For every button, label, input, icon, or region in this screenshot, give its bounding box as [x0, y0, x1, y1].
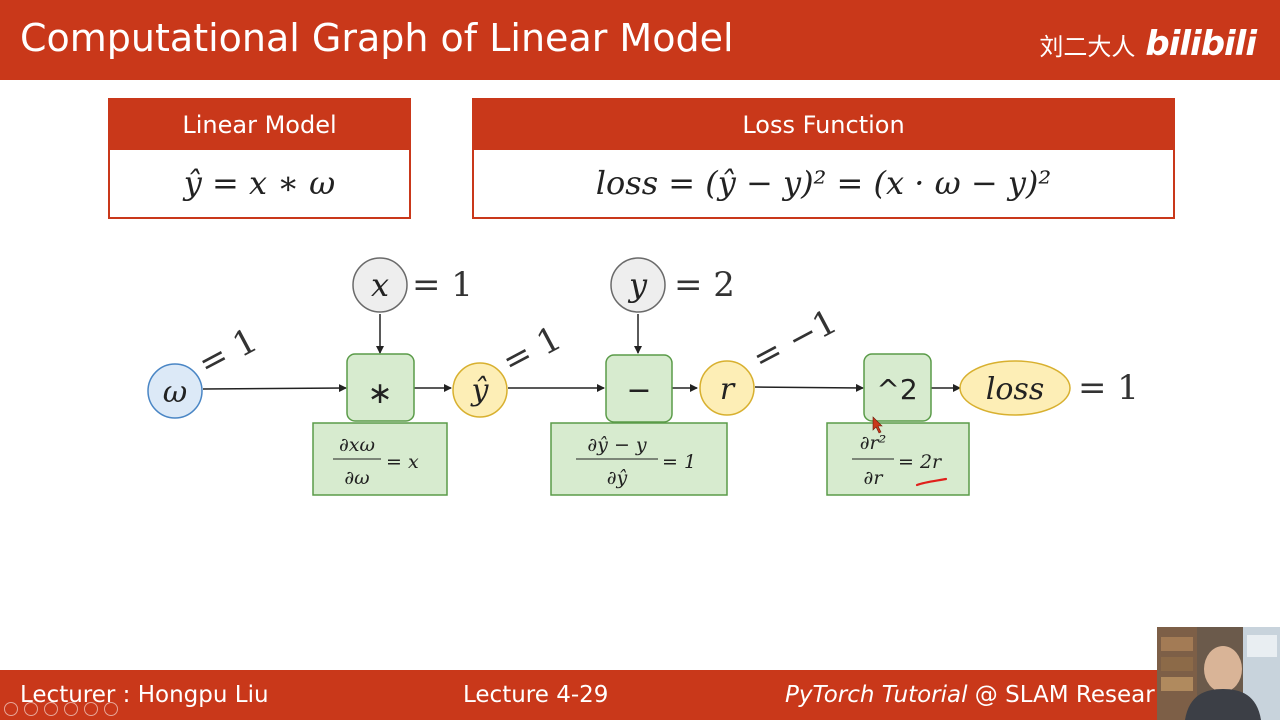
zoom-button[interactable] — [84, 702, 98, 716]
footer-course-rest: @ SLAM Resear — [967, 682, 1155, 708]
computational-graph: ω = 1 x = 1 ∗ ∂xω ∂ω = x ŷ = 1 y = 2 − ∂… — [147, 257, 1139, 496]
subtract-op-node — [605, 354, 673, 423]
loss-node-label: loss — [986, 372, 1044, 407]
subtract-gradient-num: ∂ŷ − y — [587, 434, 647, 456]
y-node — [610, 257, 666, 313]
brand-author: 刘二大人 — [1039, 32, 1136, 61]
webcam-image — [1157, 627, 1280, 720]
red-underline-annotation — [915, 477, 948, 487]
y-node-label: y — [627, 266, 648, 304]
yhat-node-label: ŷ — [470, 373, 490, 408]
subtract-op-label: − — [626, 373, 651, 408]
more-options-button[interactable] — [104, 702, 118, 716]
multiply-op-node — [346, 353, 415, 422]
multiply-gradient-num: ∂xω — [339, 434, 375, 456]
square-gradient-den: ∂r — [864, 467, 885, 489]
mouse-pointer-icon — [872, 416, 883, 434]
loss-node — [959, 360, 1071, 416]
multiply-op-label: ∗ — [367, 376, 392, 411]
title-bar: Computational Graph of Linear Model 刘二大人… — [0, 0, 1280, 80]
x-node-label: x — [371, 266, 389, 304]
square-op-node — [863, 353, 932, 422]
loss-function-box: Loss Function loss = (ŷ − y)² = (x · ω −… — [472, 98, 1175, 219]
loss-node-value: = 1 — [1078, 368, 1139, 408]
square-gradient-result: = 2r — [898, 451, 943, 473]
x-node-value: = 1 — [412, 265, 473, 305]
slides-view-button[interactable] — [64, 702, 78, 716]
edge-r-square — [754, 383, 864, 392]
brand-watermark: 刘二大人 bilibili — [1039, 24, 1257, 64]
r-node-label: r — [720, 372, 736, 407]
footer-course-italic: PyTorch Tutorial — [785, 682, 968, 708]
omega-node — [147, 363, 203, 419]
multiply-gradient-den: ∂ω — [344, 467, 369, 489]
edge-omega-multiply — [202, 384, 347, 393]
linear-model-header: Linear Model — [110, 100, 409, 150]
prev-slide-button[interactable] — [4, 702, 18, 716]
yhat-edge-value: = 1 — [496, 318, 569, 382]
next-slide-button[interactable] — [24, 702, 38, 716]
r-edge-value: = −1 — [746, 302, 844, 379]
square-gradient-box — [826, 422, 970, 496]
footer-lecturer: Lecturer : Hongpu Liu — [20, 682, 269, 708]
square-op-label: ^2 — [876, 373, 917, 406]
footer-lecture-number: Lecture 4-29 — [463, 682, 609, 708]
r-node — [699, 360, 755, 416]
slide-title: Computational Graph of Linear Model — [20, 16, 734, 60]
player-controls — [4, 702, 118, 716]
yhat-node — [452, 362, 508, 418]
linear-model-box: Linear Model ŷ = x ∗ ω — [108, 98, 411, 219]
multiply-gradient-result: = x — [386, 451, 419, 473]
square-gradient-num: ∂r² — [860, 432, 887, 454]
webcam-overlay — [1157, 627, 1280, 720]
footer-course: PyTorch Tutorial @ SLAM Resear — [785, 682, 1155, 708]
omega-node-label: ω — [163, 375, 187, 410]
subtract-gradient-result: = 1 — [662, 451, 696, 473]
subtract-gradient-den: ∂ŷ — [607, 467, 628, 489]
linear-model-formula: ŷ = x ∗ ω — [183, 164, 336, 202]
pen-tool-button[interactable] — [44, 702, 58, 716]
loss-function-formula: loss = (ŷ − y)² = (x · ω − y)² — [595, 164, 1052, 202]
y-node-value: = 2 — [674, 265, 735, 305]
x-node — [352, 257, 408, 313]
footer-bar: Lecturer : Hongpu Liu Lecture 4-29 PyTor… — [0, 670, 1280, 720]
loss-function-header: Loss Function — [474, 100, 1173, 150]
bilibili-logo: bilibili — [1145, 24, 1257, 64]
omega-edge-value: = 1 — [192, 320, 265, 384]
